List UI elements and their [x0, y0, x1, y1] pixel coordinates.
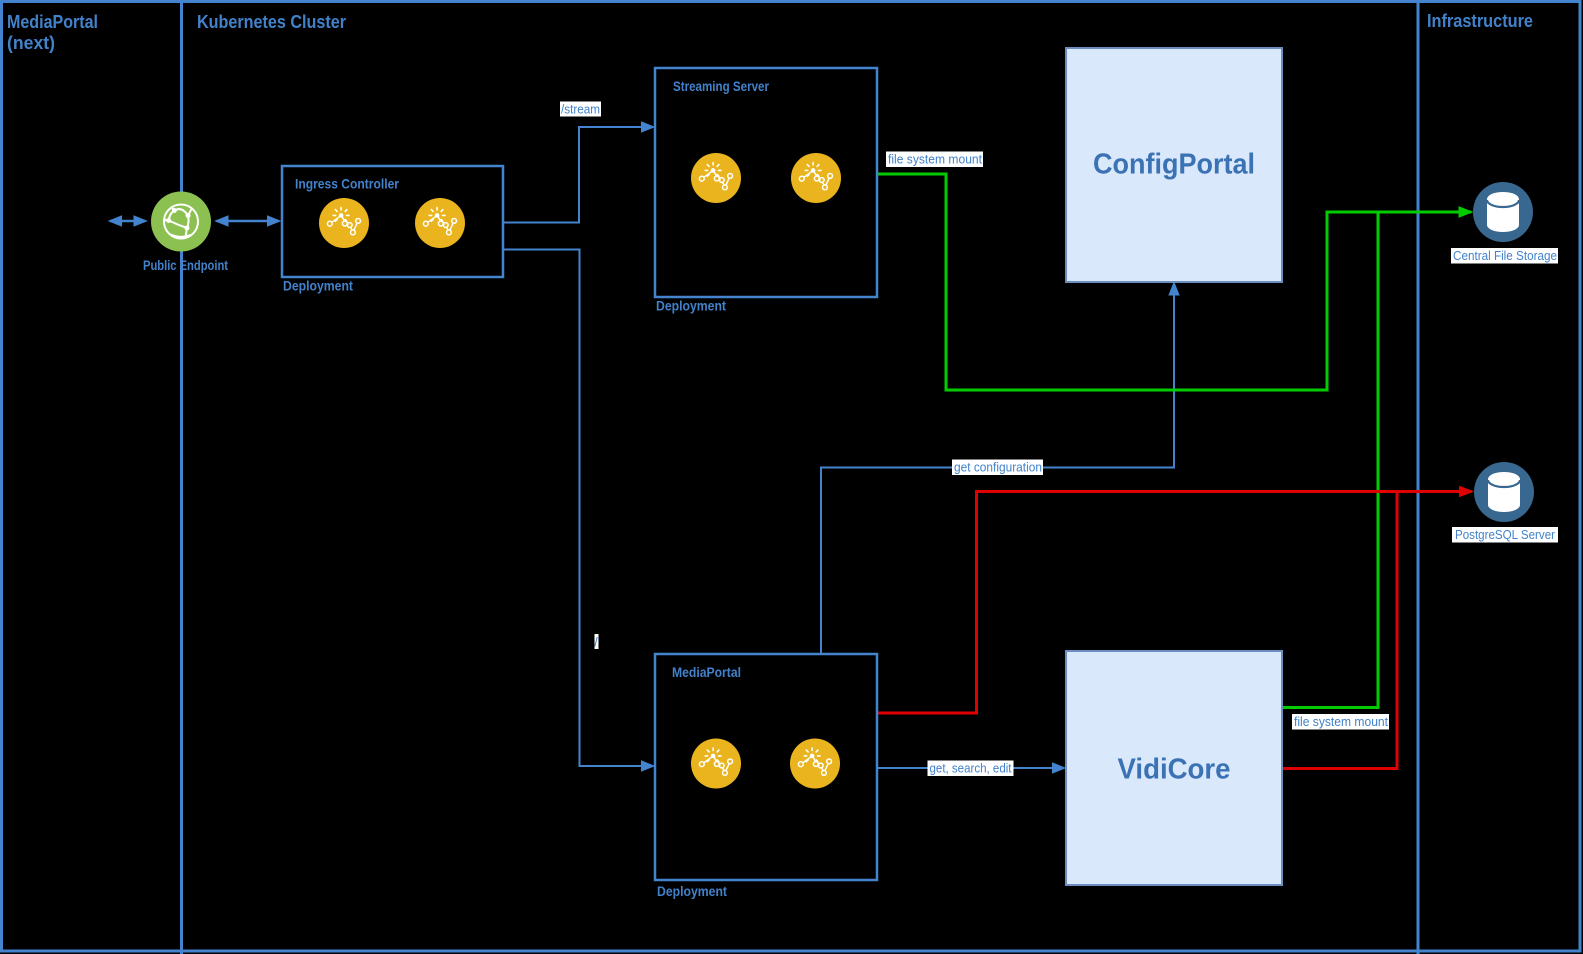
svg-text:Ingress Controller: Ingress Controller — [295, 177, 400, 192]
svg-text:Public Endpoint: Public Endpoint — [143, 258, 228, 273]
svg-text:file system mount: file system mount — [1294, 715, 1388, 729]
svg-text:Deployment: Deployment — [657, 884, 727, 899]
svg-text:(next): (next) — [7, 33, 55, 53]
svg-text:Deployment: Deployment — [283, 279, 353, 294]
svg-text:/: / — [594, 636, 598, 650]
svg-text:get configuration: get configuration — [954, 461, 1042, 475]
svg-text:PostgreSQL Server: PostgreSQL Server — [1455, 528, 1555, 542]
svg-text:Infrastructure: Infrastructure — [1427, 11, 1533, 31]
svg-text:Kubernetes Cluster: Kubernetes Cluster — [197, 12, 346, 32]
svg-text:Deployment: Deployment — [656, 299, 726, 314]
svg-text:ConfigPortal: ConfigPortal — [1093, 149, 1255, 181]
svg-text:MediaPortal: MediaPortal — [7, 12, 98, 32]
svg-text:Streaming Server: Streaming Server — [673, 79, 770, 94]
svg-text:Central File Storage: Central File Storage — [1453, 249, 1557, 263]
svg-text:get, search, edit: get, search, edit — [930, 762, 1012, 776]
svg-text:/stream: /stream — [561, 103, 600, 117]
svg-text:file system mount: file system mount — [888, 153, 982, 167]
svg-text:MediaPortal: MediaPortal — [672, 665, 741, 680]
svg-text:VidiCore: VidiCore — [1118, 754, 1231, 786]
